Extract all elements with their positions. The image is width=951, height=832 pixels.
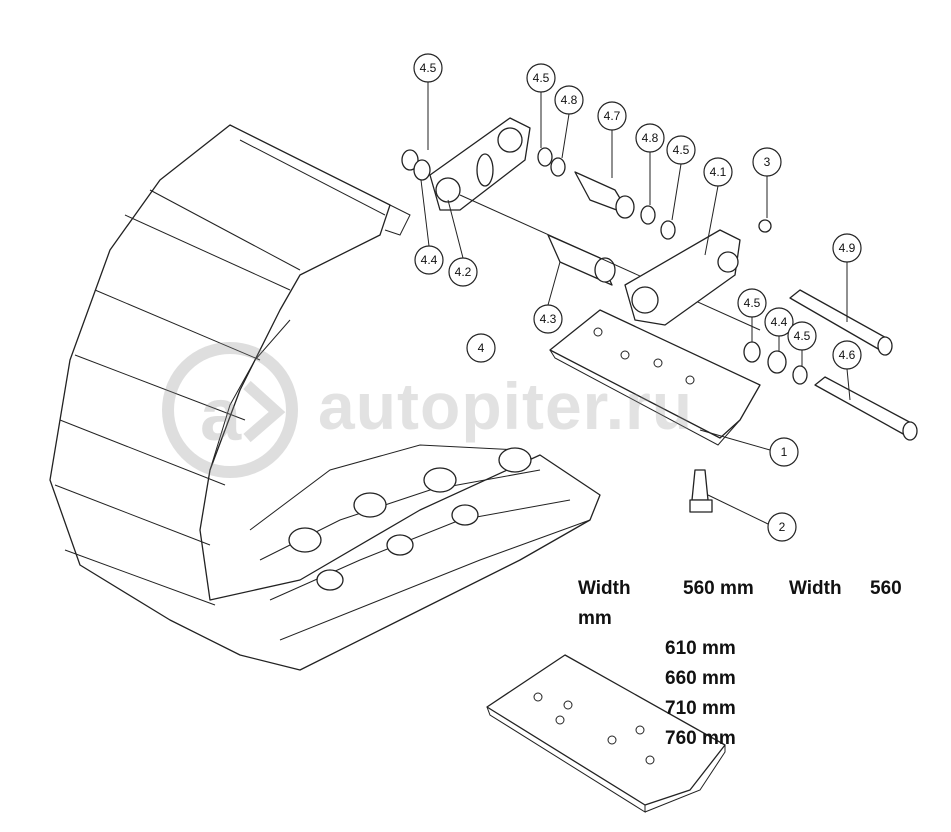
callout-label: 4.2 [455, 265, 472, 279]
spec-width-value-1: 560 mm [683, 578, 754, 599]
callout-4-5-d: 4.5 [737, 288, 767, 318]
callout-4-7: 4.7 [597, 101, 627, 131]
spec-width-760: 760 mm [665, 728, 736, 749]
callout-4-2: 4.2 [448, 257, 478, 287]
spec-width-610: 610 mm [665, 638, 736, 659]
callout-label: 2 [779, 520, 786, 534]
svg-text:a: a [200, 373, 242, 456]
callout-4-9: 4.9 [832, 233, 862, 263]
callout-2: 2 [767, 512, 797, 542]
callout-label: 4.5 [420, 61, 437, 75]
bottom-shoe-plate-drawing [486, 654, 726, 813]
callout-label: 4.9 [839, 241, 856, 255]
spec-width-value-2: 560 [870, 578, 902, 599]
callout-4-3: 4.3 [533, 304, 563, 334]
spec-width-660: 660 mm [665, 668, 736, 689]
callout-4-5-e: 4.5 [787, 321, 817, 351]
spec-width-label-2: Width [789, 578, 842, 599]
callout-4-4-b: 4.4 [764, 307, 794, 337]
callout-4-8-b: 4.8 [635, 123, 665, 153]
callout-4-4-a: 4.4 [414, 245, 444, 275]
watermark-text: autopiter.ru [318, 369, 694, 443]
callout-label: 3 [764, 155, 771, 169]
callout-4-5-b: 4.5 [526, 63, 556, 93]
callout-label: 4.5 [533, 71, 550, 85]
callout-label: 4.5 [673, 143, 690, 157]
callout-4-8-a: 4.8 [554, 85, 584, 115]
callout-label: 4.8 [561, 93, 578, 107]
callout-label: 1 [781, 445, 788, 459]
leader-lines [420, 82, 851, 525]
spec-width-label-1: Width [578, 578, 631, 599]
callout-4: 4 [466, 333, 496, 363]
upper-link-drawing [401, 117, 761, 331]
callout-label: 4.1 [710, 165, 727, 179]
callout-1: 1 [769, 437, 799, 467]
callout-4-1: 4.1 [703, 157, 733, 187]
callout-label: 4.7 [604, 109, 621, 123]
callout-label: 4 [478, 341, 485, 355]
callout-label: 4.5 [744, 296, 761, 310]
callout-label: 4.4 [421, 253, 438, 267]
callout-label: 4.3 [540, 312, 557, 326]
track-assembly-drawing [49, 124, 601, 671]
watermark-logo: a [162, 342, 298, 478]
track-shoe-drawing [549, 219, 918, 513]
spec-width-710: 710 mm [665, 698, 736, 719]
spec-unit-wrap: mm [578, 608, 612, 629]
callout-4-5-a: 4.5 [413, 53, 443, 83]
callout-label: 4.5 [794, 329, 811, 343]
callout-3: 3 [752, 147, 782, 177]
callout-4-5-c: 4.5 [666, 135, 696, 165]
callout-4-6: 4.6 [832, 340, 862, 370]
callout-label: 4.8 [642, 131, 659, 145]
callout-label: 4.4 [771, 315, 788, 329]
callout-label: 4.6 [839, 348, 856, 362]
